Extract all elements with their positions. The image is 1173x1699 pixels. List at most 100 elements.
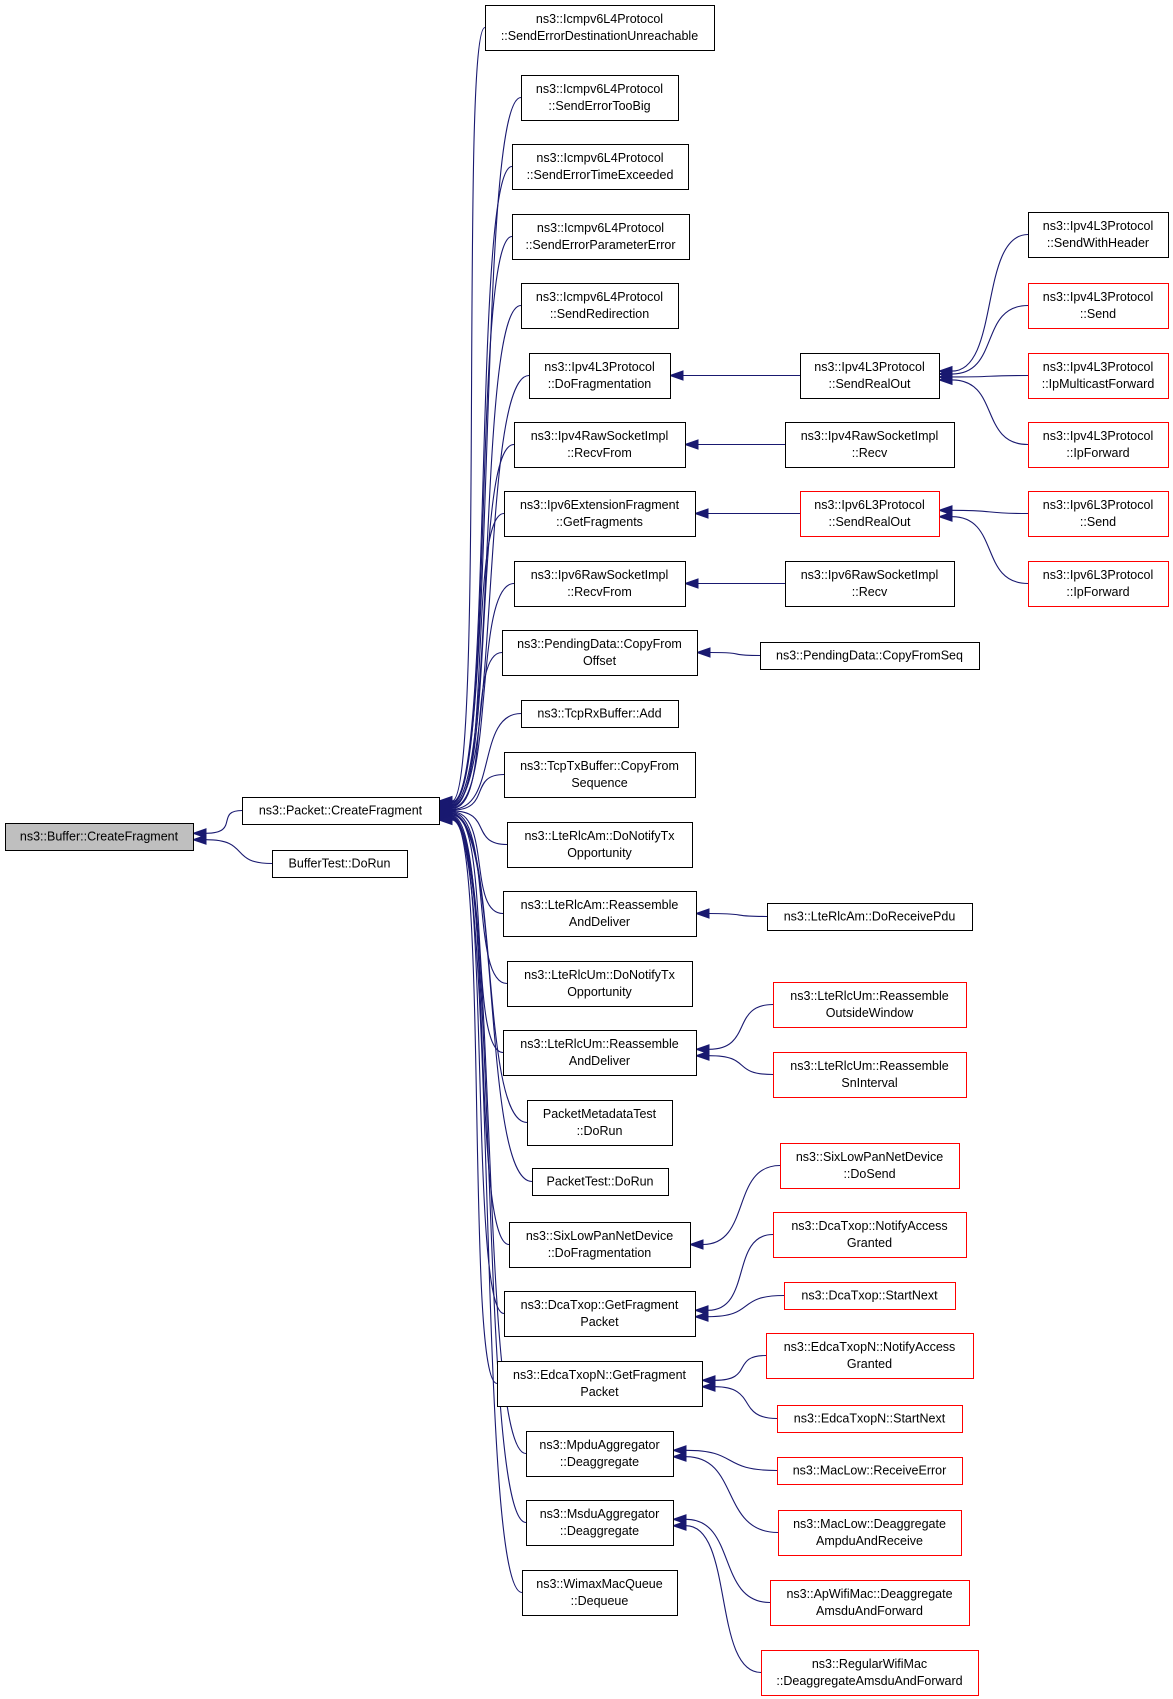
node-label: ::IpMulticastForward bbox=[1042, 377, 1155, 391]
node-label: ns3::PendingData::CopyFrom bbox=[517, 637, 682, 651]
edge-line bbox=[951, 516, 1029, 585]
node-label: ::IpForward bbox=[1066, 585, 1129, 599]
node-label: AmsduAndForward bbox=[816, 1604, 923, 1618]
edge-arrowhead bbox=[694, 1050, 710, 1061]
node-amrp[interactable]: ns3::LteRlcAm::DoReceivePdu bbox=[767, 903, 973, 931]
node-trx[interactable]: ns3::TcpRxBuffer::Add bbox=[521, 700, 679, 728]
node-rgda[interactable]: ns3::RegularWifiMac::DeaggregateAmsduAnd… bbox=[761, 1650, 979, 1696]
node-dcsn[interactable]: ns3::DcaTxop::StartNext bbox=[784, 1282, 956, 1310]
node-i6f[interactable]: ns3::Ipv6L3Protocol::IpForward bbox=[1028, 561, 1169, 607]
node-label: ::Dequeue bbox=[571, 1594, 629, 1608]
edge-arrowhead bbox=[683, 578, 699, 589]
node-ic5[interactable]: ns3::Icmpv6L4Protocol::SendRedirection bbox=[521, 283, 679, 329]
edge-arrowhead bbox=[693, 1311, 709, 1322]
edge-line bbox=[951, 379, 1029, 446]
edge-pdco-to-pcf bbox=[437, 651, 503, 814]
node-label: ns3::LteRlcUm::Reassemble bbox=[790, 989, 948, 1003]
node-label: ::DoRun bbox=[577, 1124, 623, 1138]
node-ipdf[interactable]: ns3::Ipv4L3Protocol::DoFragmentation bbox=[529, 353, 671, 399]
node-box bbox=[242, 797, 440, 825]
node-ic1[interactable]: ns3::Icmpv6L4Protocol::SendErrorDestinat… bbox=[485, 5, 715, 51]
node-box bbox=[778, 1510, 962, 1556]
node-label: ns3::LteRlcUm::Reassemble bbox=[520, 1037, 678, 1051]
node-i6s[interactable]: ns3::Ipv6L3Protocol::Send bbox=[1028, 491, 1169, 537]
node-box bbox=[522, 1570, 678, 1616]
node-apda[interactable]: ns3::ApWifiMac::DeaggregateAmsduAndForwa… bbox=[770, 1580, 970, 1626]
node-box bbox=[761, 1650, 979, 1696]
node-box bbox=[1028, 422, 1169, 468]
node-pdcs[interactable]: ns3::PendingData::CopyFromSeq bbox=[760, 642, 980, 670]
node-box bbox=[497, 1361, 703, 1407]
edge-line bbox=[205, 809, 243, 834]
node-i4sro[interactable]: ns3::Ipv4L3Protocol::SendRealOut bbox=[800, 353, 940, 399]
node-i4s[interactable]: ns3::Ipv4L3Protocol::Send bbox=[1028, 283, 1169, 329]
edge-ic3-to-pcf bbox=[437, 165, 513, 808]
node-label: ::Send bbox=[1080, 515, 1116, 529]
node-label: ns3::LteRlcUm::DoNotifyTx bbox=[524, 968, 675, 982]
node-label: ::Send bbox=[1080, 307, 1116, 321]
node-i4swh[interactable]: ns3::Ipv4L3Protocol::SendWithHeader bbox=[1028, 212, 1169, 258]
node-i4rs[interactable]: ns3::Ipv4RawSocketImpl::RecvFrom bbox=[514, 422, 686, 468]
node-box bbox=[1028, 561, 1169, 607]
edge-line bbox=[708, 1003, 774, 1050]
node-label: ns3::MsduAggregator bbox=[540, 1507, 660, 1521]
node-ic2[interactable]: ns3::Icmpv6L4Protocol::SendErrorTooBig bbox=[521, 75, 679, 121]
node-slfr[interactable]: ns3::SixLowPanNetDevice::DoFragmentation bbox=[509, 1222, 691, 1268]
node-ic4[interactable]: ns3::Icmpv6L4Protocol::SendErrorParamete… bbox=[512, 214, 690, 260]
node-label: Opportunity bbox=[567, 846, 632, 860]
node-box bbox=[529, 353, 671, 399]
node-i6rr[interactable]: ns3::Ipv6RawSocketImpl::Recv bbox=[785, 561, 955, 607]
node-bt[interactable]: BufferTest::DoRun bbox=[272, 850, 408, 878]
node-mpdu[interactable]: ns3::MpduAggregator::Deaggregate bbox=[526, 1431, 674, 1477]
node-slds[interactable]: ns3::SixLowPanNetDevice::DoSend bbox=[780, 1143, 960, 1189]
edge-line bbox=[451, 512, 505, 808]
edge-line bbox=[714, 1354, 767, 1381]
node-label: ns3::Icmpv6L4Protocol bbox=[537, 221, 664, 235]
node-pcf[interactable]: ns3::Packet::CreateFragment bbox=[242, 797, 440, 825]
node-box bbox=[512, 144, 689, 190]
node-label: ns3::Ipv4RawSocketImpl bbox=[801, 429, 939, 443]
edge-line bbox=[951, 374, 1029, 378]
node-i4f[interactable]: ns3::Ipv4L3Protocol::IpForward bbox=[1028, 422, 1169, 468]
edge-i6sro-to-i6ef bbox=[693, 508, 800, 519]
node-pmt[interactable]: PacketMetadataTest::DoRun bbox=[527, 1100, 673, 1146]
node-label: ns3::Icmpv6L4Protocol bbox=[536, 12, 663, 26]
edge-arrowhead bbox=[694, 908, 710, 919]
node-i6ef[interactable]: ns3::Ipv6ExtensionFragment::GetFragments bbox=[504, 491, 696, 537]
node-i6rs[interactable]: ns3::Ipv6RawSocketImpl::RecvFrom bbox=[514, 561, 686, 607]
node-pt[interactable]: PacketTest::DoRun bbox=[532, 1168, 669, 1196]
node-label: ns3::LteRlcUm::Reassemble bbox=[790, 1059, 948, 1073]
node-edsn[interactable]: ns3::EdcaTxopN::StartNext bbox=[777, 1405, 963, 1433]
node-msdu[interactable]: ns3::MsduAggregator::Deaggregate bbox=[526, 1500, 674, 1546]
edge-umow-to-umra bbox=[694, 1003, 774, 1055]
edge-arrowhead bbox=[191, 828, 207, 839]
node-i4mf[interactable]: ns3::Ipv4L3Protocol::IpMulticastForward bbox=[1028, 353, 1169, 399]
edge-arrowhead bbox=[700, 1375, 716, 1386]
node-i6sro[interactable]: ns3::Ipv6L3Protocol::SendRealOut bbox=[800, 491, 940, 537]
edge-line bbox=[685, 1456, 779, 1534]
node-wmq[interactable]: ns3::WimaxMacQueue::Dequeue bbox=[522, 1570, 678, 1616]
node-mlre[interactable]: ns3::MacLow::ReceiveError bbox=[777, 1457, 963, 1485]
node-label: ::DoFragmentation bbox=[548, 377, 652, 391]
node-ic3[interactable]: ns3::Icmpv6L4Protocol::SendErrorTimeExce… bbox=[512, 144, 689, 190]
node-i4rr[interactable]: ns3::Ipv4RawSocketImpl::Recv bbox=[785, 422, 955, 468]
node-label: Granted bbox=[847, 1357, 892, 1371]
edge-edna-to-edgf bbox=[700, 1354, 767, 1386]
node-box bbox=[526, 1431, 674, 1477]
edge-pdcs-to-pdco bbox=[695, 647, 761, 658]
node-label: ns3::Ipv6RawSocketImpl bbox=[801, 568, 939, 582]
edge-amrp-to-amra bbox=[694, 908, 768, 919]
